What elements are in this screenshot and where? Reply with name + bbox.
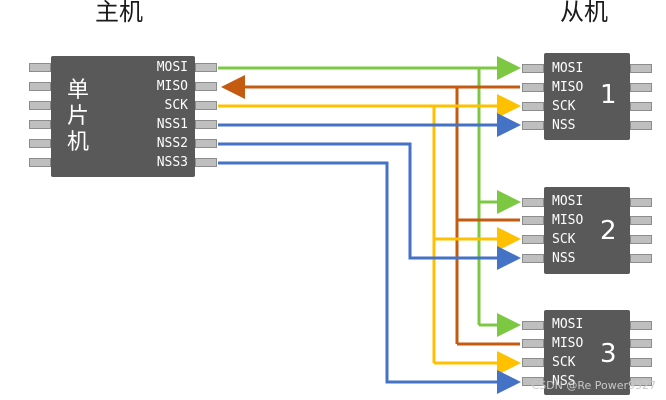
slave3-number: 3: [600, 339, 617, 369]
slave-right-pin: [630, 358, 652, 367]
slave-left-pin: [522, 254, 544, 263]
master-chip-label: 单 片 机: [66, 78, 89, 155]
slave-right-pin: [630, 216, 652, 225]
slave3-pin-miso: MISO: [552, 336, 584, 351]
slave-left-pin: [522, 358, 544, 367]
master-pin-miso: MISO: [156, 79, 188, 94]
master-pin-nss3: NSS3: [156, 155, 188, 170]
master-left-pin: [29, 120, 51, 129]
slave-left-pin: [522, 339, 544, 348]
slave3-pin-sck: SCK: [552, 355, 576, 370]
slave-chip-3: [544, 310, 630, 395]
slave2-pin-nss: NSS: [552, 251, 576, 266]
slave1-pin-mosi: MOSI: [552, 61, 584, 76]
slave3-pin-nss: NSS: [552, 374, 576, 389]
slave-left-pin: [522, 102, 544, 111]
master-right-pin: [195, 120, 217, 129]
slave1-number: 1: [600, 80, 617, 110]
slave1-pin-sck: SCK: [552, 99, 576, 114]
slave2-pin-mosi: MOSI: [552, 194, 584, 209]
watermark: CSDN @Re Power9527: [531, 379, 656, 392]
master-left-pin: [29, 82, 51, 91]
slave-right-pin: [630, 235, 652, 244]
slave-chip-1: [544, 53, 630, 140]
slave-right-pin: [630, 377, 652, 386]
slave-left-pin: [522, 377, 544, 386]
nss3-wire: [218, 161, 521, 394]
slave2-pin-miso: MISO: [552, 213, 584, 228]
slave-right-pin: [630, 83, 652, 92]
master-left-pin: [29, 139, 51, 148]
master-right-pin: [195, 82, 217, 91]
slave-right-pin: [630, 102, 652, 111]
master-left-pin: [29, 158, 51, 167]
slave-right-pin: [630, 64, 652, 73]
slave-left-pin: [522, 121, 544, 130]
nss2-wire: [218, 142, 521, 270]
master-right-pin: [195, 139, 217, 148]
slave-left-pin: [522, 216, 544, 225]
master-title: 主机: [95, 0, 143, 26]
master-pin-nss1: NSS1: [156, 117, 188, 132]
slave-right-pin: [630, 121, 652, 130]
slave2-pin-sck: SCK: [552, 232, 576, 247]
slave2-number: 2: [600, 216, 617, 246]
master-right-pin: [195, 101, 217, 110]
slave-right-pin: [630, 321, 652, 330]
slave-left-pin: [522, 83, 544, 92]
slave3-pin-mosi: MOSI: [552, 317, 584, 332]
master-pin-nss2: NSS2: [156, 136, 188, 151]
slave-left-pin: [522, 321, 544, 330]
slave-left-pin: [522, 235, 544, 244]
slave-left-pin: [522, 198, 544, 207]
slave1-pin-miso: MISO: [552, 80, 584, 95]
slave1-pin-nss: NSS: [552, 118, 576, 133]
master-left-pin: [29, 101, 51, 110]
master-pin-sck: SCK: [164, 98, 188, 113]
slave-right-pin: [630, 198, 652, 207]
slave-left-pin: [522, 64, 544, 73]
master-pin-mosi: MOSI: [156, 60, 188, 75]
master-left-pin: [29, 63, 51, 72]
master-right-pin: [195, 63, 217, 72]
slave-right-pin: [630, 254, 652, 263]
master-chip: [51, 56, 195, 177]
slave-right-pin: [630, 339, 652, 348]
master-right-pin: [195, 158, 217, 167]
slave-chip-2: [544, 187, 630, 274]
slave-title: 从机: [560, 0, 608, 26]
